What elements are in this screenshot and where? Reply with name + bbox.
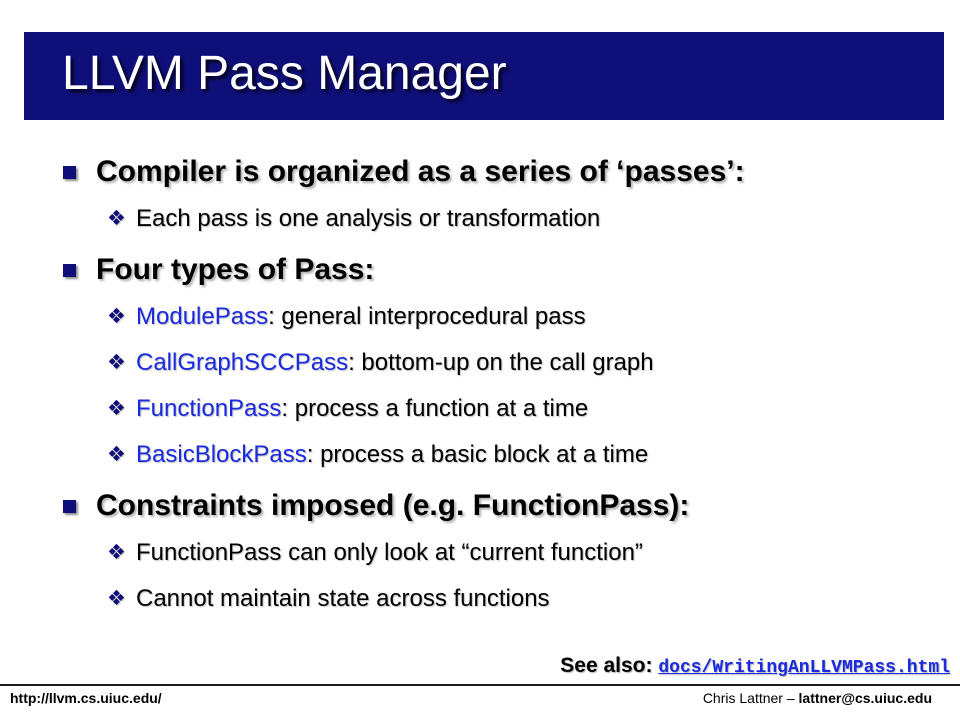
diamond-bullet-icon: ❖	[107, 207, 126, 230]
diamond-bullet-icon: ❖	[107, 587, 126, 610]
diamond-bullet-icon: ❖	[107, 397, 126, 420]
square-bullet-icon	[63, 166, 76, 179]
sub-bullet-functionpass: ❖ FunctionPass: process a function at a …	[60, 386, 940, 432]
slide-title: LLVM Pass Manager	[62, 47, 507, 100]
footer-email[interactable]: lattner@cs.uiuc.edu	[798, 690, 932, 706]
bullet-constraints-text: Constraints imposed (e.g. FunctionPass):	[96, 489, 690, 522]
sub-bullet-no-state: ❖ Cannot maintain state across functions	[60, 576, 940, 622]
slide-content: Compiler is organized as a series of ‘pa…	[60, 150, 940, 622]
sub-bullet-callgraphsccpass: ❖ CallGraphSCCPass: bottom-up on the cal…	[60, 340, 940, 386]
diamond-bullet-icon: ❖	[107, 541, 126, 564]
callgraphsccpass-label: CallGraphSCCPass	[136, 349, 349, 376]
sub-bullet-text: Each pass is one analysis or transformat…	[136, 205, 601, 232]
sub-bullet-text: Cannot maintain state across functions	[136, 585, 550, 612]
basicblockpass-desc: : process a basic block at a time	[306, 441, 649, 468]
bullet-constraints: Constraints imposed (e.g. FunctionPass):	[60, 484, 940, 528]
see-also-label: See also:	[560, 654, 659, 677]
functionpass-label: FunctionPass	[136, 395, 282, 422]
footer-divider	[0, 684, 960, 686]
sub-bullet-current-function: ❖ FunctionPass can only look at “current…	[60, 530, 940, 576]
callgraphsccpass-desc: : bottom-up on the call graph	[348, 349, 654, 376]
title-bar: LLVM Pass Manager	[24, 32, 944, 120]
footer-url[interactable]: http://llvm.cs.uiuc.edu/	[10, 690, 162, 706]
diamond-bullet-icon: ❖	[107, 351, 126, 374]
functionpass-desc: : process a function at a time	[281, 395, 589, 422]
docs-link[interactable]: docs/WritingAnLLVMPass.html	[658, 658, 950, 678]
sub-bullet-modulepass: ❖ ModulePass: general interprocedural pa…	[60, 294, 940, 340]
square-bullet-icon	[63, 500, 76, 513]
square-bullet-icon	[63, 264, 76, 277]
footer-author: Chris Lattner – lattner@cs.uiuc.edu	[703, 690, 932, 706]
see-also: See also: docs/WritingAnLLVMPass.html	[560, 654, 950, 678]
diamond-bullet-icon: ❖	[107, 443, 126, 466]
modulepass-desc: : general interprocedural pass	[268, 303, 586, 330]
bullet-passes: Compiler is organized as a series of ‘pa…	[60, 150, 940, 194]
modulepass-label: ModulePass	[136, 303, 269, 330]
sub-bullet-text: FunctionPass can only look at “current f…	[136, 539, 643, 566]
sub-bullet-each-pass: ❖ Each pass is one analysis or transform…	[60, 196, 940, 242]
bullet-passes-text: Compiler is organized as a series of ‘pa…	[96, 155, 745, 188]
footer-author-name: Chris Lattner –	[702, 690, 799, 706]
bullet-pass-types-text: Four types of Pass:	[96, 253, 375, 286]
basicblockpass-label: BasicBlockPass	[136, 441, 307, 468]
sub-bullet-basicblockpass: ❖ BasicBlockPass: process a basic block …	[60, 432, 940, 478]
diamond-bullet-icon: ❖	[107, 305, 126, 328]
bullet-pass-types: Four types of Pass:	[60, 248, 940, 292]
